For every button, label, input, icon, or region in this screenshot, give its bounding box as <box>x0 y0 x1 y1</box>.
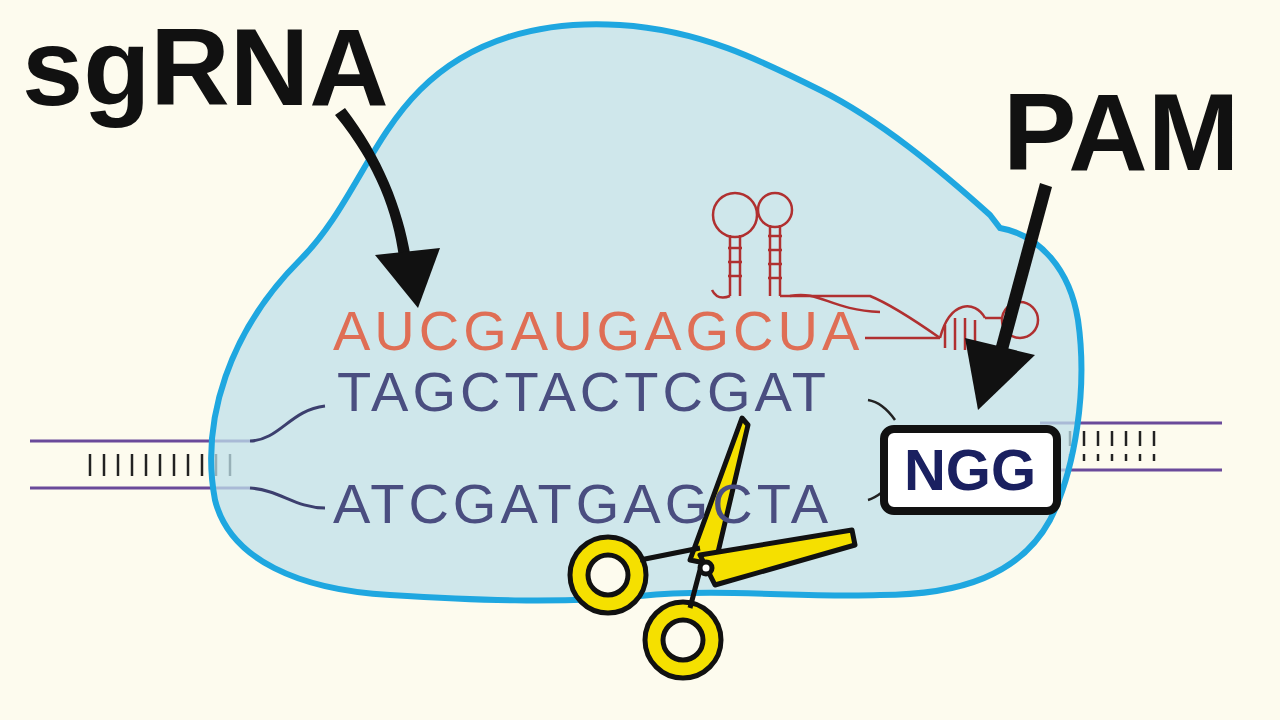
dna-strand <box>250 406 325 441</box>
rna-sequence: AUCGAUGAGCUA <box>333 303 863 359</box>
leader-arrow <box>965 183 1052 410</box>
scissors <box>570 418 855 678</box>
dna-strand <box>868 400 895 420</box>
leader-arrow <box>335 108 440 308</box>
pam-sequence: NGG <box>904 441 1036 499</box>
dna-sequence: TAGCTACTCGAT <box>337 364 830 420</box>
heading-label: PAM <box>1003 77 1239 187</box>
heading-label: sgRNA <box>22 12 389 122</box>
dna-sequence: ATCGATGAGCTA <box>333 476 832 532</box>
pam-box: NGG <box>880 425 1061 515</box>
dna-strand <box>250 488 325 508</box>
